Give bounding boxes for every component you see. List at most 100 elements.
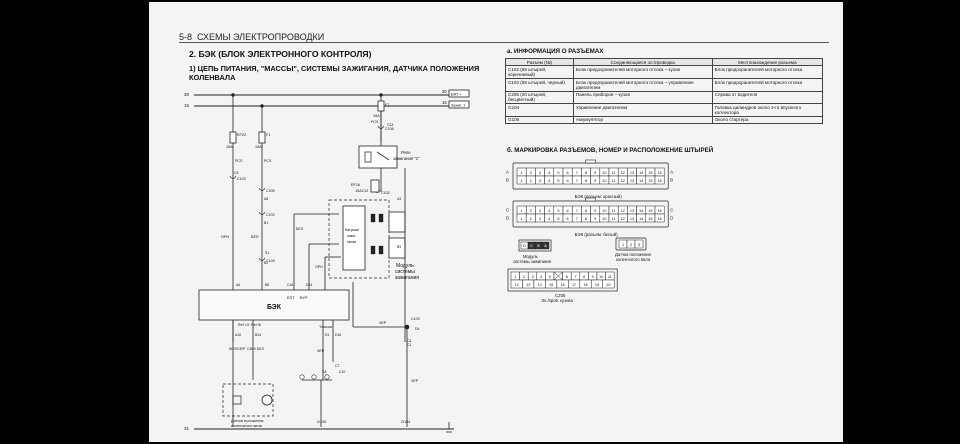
fuse-rating: 15A	[355, 189, 362, 193]
fuse-rating: 15A	[226, 145, 233, 149]
pin-label: C13	[387, 123, 393, 127]
pin-number: C	[530, 244, 533, 248]
pin-number: B	[537, 244, 540, 248]
connector-symbol	[258, 187, 266, 191]
section-title: СХЕМЫ ЭЛЕКТРОПРОВОДКИ	[197, 32, 325, 42]
coil-label: Катушки	[345, 228, 359, 232]
page-number: 5-8	[179, 32, 193, 42]
ground-label: G105	[317, 420, 326, 424]
pin-number: 12	[621, 217, 625, 221]
pin-number: 9	[594, 171, 596, 175]
est-label: EST	[287, 296, 295, 300]
pin-label: C9	[234, 171, 238, 175]
pin-number: 1	[521, 217, 523, 221]
pin-label: A16	[235, 333, 241, 337]
blank-pin	[553, 271, 563, 281]
pin-number: 7	[574, 275, 576, 279]
pin-number: 8	[583, 275, 585, 279]
rail-31-label: 31	[184, 426, 190, 431]
connector-label: C106	[385, 127, 394, 131]
ckp-connector-caption: Датчик положения	[615, 252, 651, 257]
fuse-rating: 15A	[255, 145, 262, 149]
connector-label: C102	[381, 191, 390, 195]
sensor-label: коленчатого вала	[231, 424, 263, 428]
wire-color: БЕЛ	[251, 235, 259, 239]
pin-label: A8	[264, 197, 268, 201]
pin-number: 4	[548, 209, 550, 213]
connector-symbol	[229, 175, 237, 179]
pin-number: 14	[639, 179, 643, 183]
pin-label: C7	[335, 364, 339, 368]
pin-number: 5	[557, 171, 559, 175]
pin-number: 10	[599, 275, 603, 279]
fuse-ef16	[370, 179, 380, 193]
coil-winding	[370, 245, 384, 255]
pin-number: 14	[639, 171, 643, 175]
pin-number: 7	[576, 217, 578, 221]
table-header-cell: Разъем (№)	[505, 57, 574, 67]
table-header-cell: Местонахождение разъема	[711, 57, 824, 67]
pin-cell	[602, 279, 615, 289]
relay-label: Реле	[401, 150, 411, 155]
ecu-red-connector-caption: БЭК (разъем: красный)	[575, 194, 623, 199]
pin-number: 13	[526, 283, 530, 287]
row-label: A	[506, 170, 509, 175]
pin-number: 15	[648, 171, 652, 175]
table-row: C103 (68 штырей, черный)Блок предохранит…	[505, 78, 824, 92]
pin-cell	[654, 213, 665, 223]
pin-number: 12	[621, 209, 625, 213]
ground-splice	[311, 374, 317, 380]
pin-number: 2	[530, 179, 532, 183]
ref-hi-label: Ref HI	[251, 323, 261, 327]
coil-label: гания	[347, 240, 356, 244]
pin-number: 10	[602, 171, 606, 175]
rail-15-label: 15	[184, 103, 190, 108]
pin-number: 12	[621, 179, 625, 183]
spark-pair-1	[388, 211, 406, 233]
pin-number: 3	[539, 179, 541, 183]
pin-number: 3	[531, 275, 533, 279]
ckp-connector-outline	[615, 237, 647, 251]
crank-gear-icon	[261, 394, 273, 406]
manual-page: 5-8 СХЕМЫ ЭЛЕКТРОПРОВОДКИ 2. БЭК (БЛОК Э…	[149, 2, 843, 442]
pin-label: C1	[407, 343, 411, 347]
pin-number: 15	[648, 179, 652, 183]
pin-number: 14	[639, 209, 643, 213]
connector-label: C103	[237, 177, 246, 181]
row-label: C	[506, 208, 509, 213]
row-label: A	[670, 170, 673, 175]
row-label: D	[506, 216, 509, 221]
ignition-relay	[358, 145, 398, 169]
rail-30-label-right: 30	[442, 89, 447, 94]
junction	[379, 93, 383, 97]
pin-number: 6	[567, 171, 569, 175]
connector-label: C102	[266, 213, 275, 217]
connector-symbol	[377, 125, 385, 129]
pin-number: 5	[557, 217, 559, 221]
pin-number: 18	[583, 283, 587, 287]
pin-number: 16	[657, 179, 661, 183]
pin-label: C8	[322, 370, 326, 374]
wire-color: ОРН	[315, 265, 323, 269]
pin-cell	[654, 175, 665, 185]
pcs-label: PCS	[235, 159, 243, 163]
c205-outline	[507, 268, 618, 292]
pin-label: B14	[255, 333, 261, 337]
coil-winding	[370, 213, 384, 223]
pin-number: 3	[539, 209, 541, 213]
pin-number: 11	[612, 209, 616, 213]
fuse-label: F1	[266, 133, 270, 137]
pin-number: 19	[595, 283, 599, 287]
pin-number: 11	[612, 217, 616, 221]
c205-caption: Эл./пров. кузова	[541, 298, 573, 303]
row-label: C	[670, 208, 673, 213]
pin-number: 1	[521, 179, 523, 183]
pin-number: 3	[539, 217, 541, 221]
pin-number: 4	[540, 275, 542, 279]
pin-number: 2	[530, 171, 532, 175]
pin-number: 4	[548, 171, 550, 175]
bypass-label: BYP	[300, 296, 308, 300]
fuse-label: EF16	[351, 183, 360, 187]
pin-number: 16	[657, 217, 661, 221]
pin-number: 15	[648, 217, 652, 221]
